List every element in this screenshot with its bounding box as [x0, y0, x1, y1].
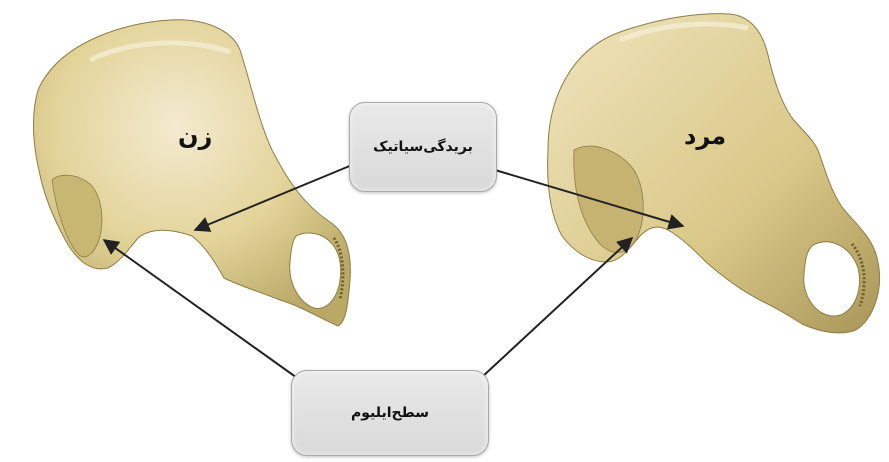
sciatic-notch-label: بریدگی‌سیاتیک [373, 139, 473, 155]
auricular-surface-label: سطح‌ایلیوم [351, 405, 429, 421]
female-hip-bone [34, 20, 351, 326]
male-label: مرد [684, 122, 726, 150]
auricular-surface-callout: سطح‌ایلیوم [291, 370, 489, 456]
arrow-auricular-male [482, 238, 632, 377]
male-hip-bone [548, 14, 880, 333]
female-label: زن [178, 122, 212, 150]
sciatic-notch-callout: بریدگی‌سیاتیک [349, 102, 497, 192]
